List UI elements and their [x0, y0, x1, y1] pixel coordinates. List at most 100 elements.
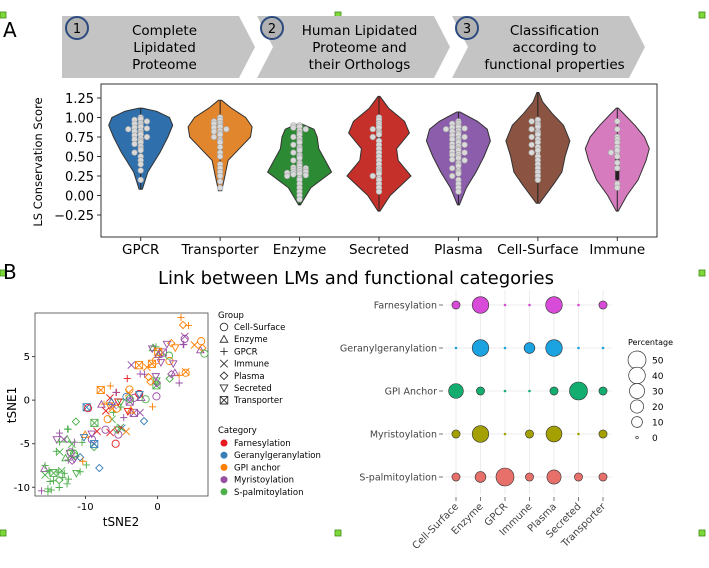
scatter-point [49, 477, 58, 485]
scatter-point [76, 468, 84, 476]
scatter-point [78, 438, 86, 447]
y-tick-label: 0.50 [65, 151, 94, 166]
dot-myristoylation-gpcr [503, 432, 507, 436]
scatter-point [170, 344, 180, 353]
dot-gpi-anchor-secreted [569, 381, 588, 401]
scatter-point [146, 377, 155, 387]
legend-swatch-gpi anchor [220, 463, 228, 471]
scatter-point [41, 471, 49, 479]
scatter-point [106, 428, 115, 437]
scatter-point [97, 399, 106, 408]
scatter-point [55, 429, 64, 437]
dot-s-palmitoylation-cell-surface [451, 472, 461, 482]
scatter-point [180, 341, 188, 349]
x-tick-label: Transporter [181, 242, 260, 258]
dot-gpi-anchor-immune [528, 389, 531, 393]
group-legend-label: Immune [234, 360, 269, 370]
scatter-point [120, 414, 128, 422]
selection-handles[interactable] [0, 11, 706, 537]
x-tick-label: Secreted [349, 242, 409, 258]
scatter-point [106, 382, 114, 390]
data-point [143, 125, 151, 132]
scatter-point [71, 417, 81, 426]
legend-swatch-s-palmitoylation [220, 488, 228, 496]
data-point [223, 126, 230, 133]
data-point [125, 126, 132, 133]
data-point [143, 133, 151, 141]
data-point [461, 149, 468, 156]
scatter-point [151, 377, 161, 386]
data-point [449, 165, 456, 172]
handle-bottom-right[interactable] [698, 529, 706, 537]
step-chevron-1 [62, 16, 255, 78]
scatter-point [117, 403, 125, 411]
legend-shape-secreted [219, 384, 229, 393]
dot-geranylgeranylation-plasma [545, 339, 563, 357]
size-legend-circle [635, 435, 639, 440]
data-point [449, 172, 456, 180]
group-legend-label: Cell-Surface [234, 323, 285, 333]
scatter-point [175, 379, 183, 387]
scatter-point [190, 341, 199, 349]
step-text: Complete [132, 23, 197, 39]
scatter-point [64, 475, 72, 483]
scatter-point [112, 388, 120, 396]
size-legend-label: 40 [652, 372, 664, 382]
scatter-point [162, 340, 172, 349]
scatter-point [181, 368, 190, 377]
scatter-point [82, 461, 90, 469]
scatter-point [148, 403, 157, 411]
handle-bottom-middle[interactable] [334, 529, 342, 537]
size-legend-label: 50 [652, 357, 664, 367]
scatter-point [139, 416, 149, 426]
dot-gpi-anchor-transporter [598, 386, 608, 396]
step-number-badge [65, 16, 89, 40]
group-legend-label: Plasma [234, 372, 265, 382]
handle-middle-right[interactable] [698, 269, 706, 277]
scatter-point [107, 397, 116, 406]
x-tick-label: GPCR [122, 242, 159, 258]
scatter-point [122, 427, 131, 436]
data-point [455, 188, 462, 195]
step-text: Proteome [132, 57, 197, 73]
category-legend-label: Geranylgeranylation [234, 451, 321, 461]
data-point [369, 126, 376, 133]
legend-shape-transporter [219, 395, 229, 405]
dot-gpi-anchor-enzyme [476, 386, 485, 396]
size-legend-label: 10 [652, 419, 664, 429]
data-point [534, 176, 541, 183]
y-tick-label: −0.25 [54, 209, 94, 224]
scatter-point [59, 473, 67, 482]
scatter-point [180, 332, 189, 341]
scatter-point [79, 434, 89, 442]
legend-swatch-myristoylation [220, 476, 228, 484]
scatter-point [55, 438, 64, 446]
handle-middle-left[interactable] [0, 269, 7, 277]
data-point [614, 126, 621, 133]
data-point [461, 141, 468, 148]
scatter-point [108, 404, 117, 413]
scatter-point [62, 434, 72, 443]
dot-row-label: Geranylgeranylation [340, 344, 437, 355]
category-legend-label: GPI anchor [234, 463, 281, 473]
group-legend-label: Enzyme [234, 335, 268, 345]
data-point [217, 144, 224, 151]
data-point [614, 159, 621, 166]
step-chevron-3 [452, 16, 645, 78]
data-point [302, 126, 309, 133]
scatter-point [111, 439, 120, 448]
scatter-point [63, 480, 71, 488]
scatter-point [67, 440, 76, 449]
data-point [131, 140, 138, 148]
dot-myristoylation-cell-surface [451, 429, 461, 439]
dot-s-palmitoylation-enzyme [474, 471, 487, 483]
handle-bottom-left[interactable] [0, 529, 7, 537]
handle-top-right[interactable] [698, 11, 706, 19]
scatter-point [47, 486, 55, 494]
data-point [461, 133, 468, 141]
handle-top-left[interactable] [0, 11, 7, 19]
scatter-point [125, 395, 134, 404]
scatter-point [95, 463, 104, 473]
category-legend-label: Farnesylation [234, 439, 291, 449]
